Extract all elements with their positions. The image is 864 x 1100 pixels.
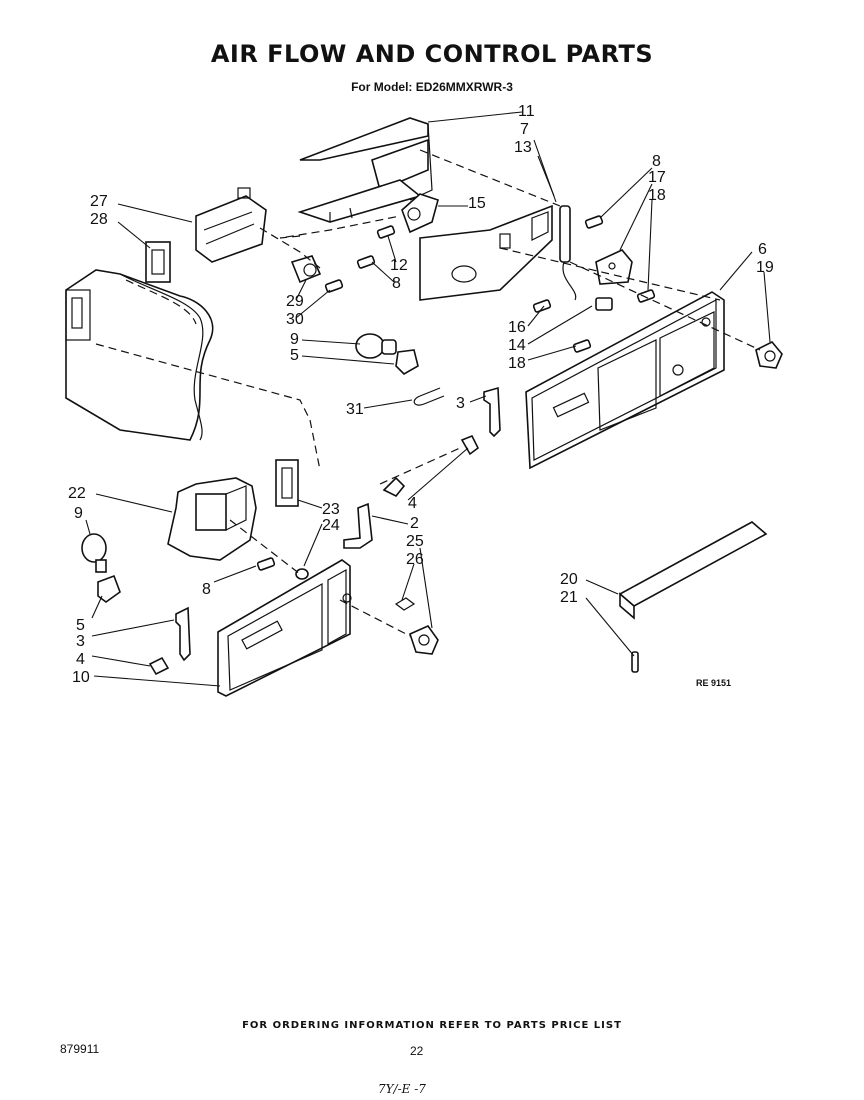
control-knob-part xyxy=(755,341,783,369)
callout-21: 21 xyxy=(560,589,578,606)
callout-3: 3 xyxy=(456,395,465,412)
reference-code: RE 9151 xyxy=(696,678,732,688)
damper-housing-part xyxy=(297,179,422,223)
callout-18b: 18 xyxy=(508,355,526,372)
light-bulb-part xyxy=(355,333,419,375)
assembly-dashed-lines xyxy=(95,149,761,637)
sensor-bracket-part xyxy=(595,249,633,285)
lower-housing-part xyxy=(167,477,257,561)
callout-17: 17 xyxy=(648,169,666,186)
light-lens-part xyxy=(145,241,171,283)
callout-labels: 11 7 13 8 17 18 27 28 15 12 8 6 19 29 30… xyxy=(68,103,774,686)
light-socket-part xyxy=(290,255,322,284)
clip-part xyxy=(413,387,445,406)
grommet-part xyxy=(295,568,309,580)
callout-10: 10 xyxy=(72,669,90,686)
callout-5b: 5 xyxy=(76,617,85,634)
trim-screw-part xyxy=(631,651,639,673)
trim-strip-part xyxy=(618,521,768,620)
callout-8: 8 xyxy=(652,153,661,170)
callout-26: 26 xyxy=(406,551,424,568)
callout-28: 28 xyxy=(90,211,108,228)
callout-24: 24 xyxy=(322,517,340,534)
lower-lens-part xyxy=(275,459,299,507)
callout-22: 22 xyxy=(68,485,86,502)
callout-16: 16 xyxy=(508,319,526,336)
callout-4b: 4 xyxy=(76,651,85,668)
thermostat-part xyxy=(559,205,577,301)
callout-2: 2 xyxy=(410,515,419,532)
switch-bracket-part xyxy=(343,502,373,549)
screw-part xyxy=(256,215,656,571)
control-bracket-part xyxy=(419,204,553,301)
callout-9: 9 xyxy=(290,331,299,348)
callout-13: 13 xyxy=(514,139,532,156)
callout-25: 25 xyxy=(406,533,424,550)
lower-lamp-holder-part xyxy=(148,656,170,676)
callout-29: 29 xyxy=(286,293,304,310)
light-housing-part xyxy=(195,187,267,263)
lamp-holder-part xyxy=(382,434,480,498)
callout-3b: 3 xyxy=(76,633,85,650)
model-subtitle: For Model: ED26MMXRWR-3 xyxy=(351,80,513,94)
ordering-info-note: FOR ORDERING INFORMATION REFER TO PARTS … xyxy=(242,1020,622,1031)
cabinet-liner-part xyxy=(65,269,214,441)
damper-control-part xyxy=(401,193,439,234)
switch-part xyxy=(595,297,613,311)
callout-19: 19 xyxy=(756,259,774,276)
callout-4: 4 xyxy=(408,495,417,512)
page-number: 22 xyxy=(410,1044,424,1058)
callout-5: 5 xyxy=(290,347,299,364)
callout-27: 27 xyxy=(90,193,108,210)
callout-8b: 8 xyxy=(392,275,401,292)
mounting-bracket-part xyxy=(483,386,501,438)
left-control-panel-part xyxy=(217,559,352,697)
right-control-panel-part xyxy=(525,291,725,470)
small-clip-part xyxy=(394,597,416,611)
callout-11: 11 xyxy=(518,103,535,120)
callout-9b: 9 xyxy=(74,505,83,522)
callout-20: 20 xyxy=(560,571,578,588)
callout-14: 14 xyxy=(508,337,526,354)
lower-control-knob-part xyxy=(409,625,439,655)
page-title: AIR FLOW AND CONTROL PARTS xyxy=(210,40,654,68)
callout-15: 15 xyxy=(468,195,486,212)
document-number: 879911 xyxy=(60,1042,100,1056)
lower-mounting-bracket-part xyxy=(175,606,191,662)
callout-6: 6 xyxy=(758,241,767,258)
callout-12: 12 xyxy=(390,257,408,274)
callout-30: 30 xyxy=(286,311,304,328)
callout-18: 18 xyxy=(648,187,666,204)
callout-23: 23 xyxy=(322,501,340,518)
leader-lines xyxy=(85,111,771,687)
callout-8c: 8 xyxy=(202,581,211,598)
lower-bulb-part xyxy=(81,533,121,603)
callout-31: 31 xyxy=(346,401,364,418)
callout-7: 7 xyxy=(520,121,529,138)
air-duct-cover-part xyxy=(299,117,433,201)
handwritten-note: 7Y/-E -7 xyxy=(378,1082,426,1096)
